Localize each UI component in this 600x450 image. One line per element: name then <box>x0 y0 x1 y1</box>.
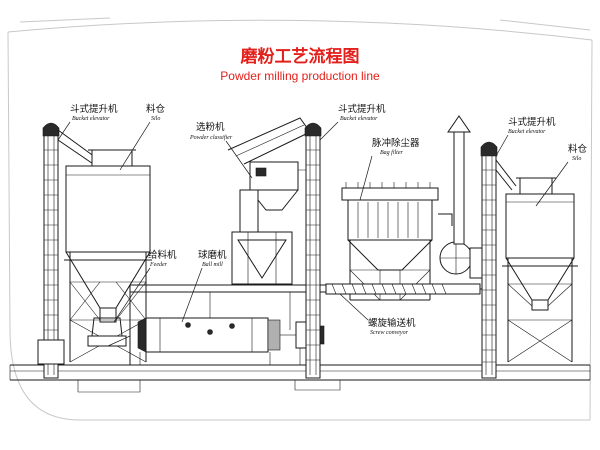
label-feeder-cn: 给料机 <box>148 249 177 261</box>
label-screw-conveyor: 螺旋输送机 Screw conveyor <box>339 293 416 336</box>
title-english: Powder milling production line <box>220 69 380 83</box>
label-bag-filter: 脉冲除尘器 Bag filter <box>359 137 420 201</box>
label-ball-mill: 球磨机 Ball mill <box>181 249 227 323</box>
label-bucket-elevator-mid-cn: 斗式提升机 <box>338 103 386 115</box>
label-screw-conveyor-cn: 螺旋输送机 <box>368 317 416 329</box>
label-bucket-elevator-left: 斗式提升机 Bucket elevator <box>57 103 118 141</box>
label-powder-classifier: 选粉机 Powder classifier <box>189 121 253 179</box>
label-silo-right-cn: 料仓 <box>568 143 588 155</box>
label-ball-mill-en: Ball mill <box>202 262 223 268</box>
powder-classifier <box>227 117 321 285</box>
exhaust-fan <box>438 115 483 279</box>
label-bucket-elevator-right-en: Bucket elevator <box>508 129 546 135</box>
label-feeder: 给料机 Feeder <box>113 249 177 323</box>
label-screw-conveyor-en: Screw conveyor <box>370 330 409 336</box>
bag-filter <box>341 182 439 301</box>
label-bucket-elevator-mid: 斗式提升机 Bucket elevator <box>319 103 386 141</box>
label-bucket-elevator-right-cn: 斗式提升机 <box>508 116 556 128</box>
label-silo-left: 料仓 Silo <box>119 103 166 171</box>
silo-right <box>502 177 578 363</box>
label-silo-left-cn: 料仓 <box>146 103 166 115</box>
label-feeder-en: Feeder <box>149 262 168 268</box>
label-powder-classifier-en: Powder classifier <box>189 134 233 141</box>
label-silo-right-en: Silo <box>572 156 581 162</box>
label-bucket-elevator-mid-en: Bucket elevator <box>340 116 378 122</box>
bucket-elevator-left <box>37 122 111 379</box>
ground-line <box>9 364 591 393</box>
label-bag-filter-cn: 脉冲除尘器 <box>372 137 420 149</box>
label-bag-filter-en: Bag filter <box>380 149 403 156</box>
title-chinese: 磨粉工艺流程图 <box>241 46 360 67</box>
ball-mill <box>137 317 325 365</box>
feeder <box>87 317 131 347</box>
background-frame <box>7 17 593 421</box>
screw-conveyor <box>325 283 490 295</box>
mill-structure <box>129 284 340 365</box>
label-powder-classifier-cn: 选粉机 <box>196 121 225 133</box>
bucket-elevator-mid <box>304 122 322 379</box>
silo-left <box>64 149 152 363</box>
label-silo-left-en: Silo <box>151 116 160 122</box>
label-silo-right: 料仓 Silo <box>535 143 588 207</box>
label-bucket-elevator-left-en: Bucket elevator <box>72 116 110 122</box>
label-bucket-elevator-right: 斗式提升机 Bucket elevator <box>495 116 556 157</box>
bucket-elevator-right <box>480 141 517 379</box>
label-ball-mill-cn: 球磨机 <box>198 249 227 261</box>
label-bucket-elevator-left-cn: 斗式提升机 <box>70 103 118 115</box>
